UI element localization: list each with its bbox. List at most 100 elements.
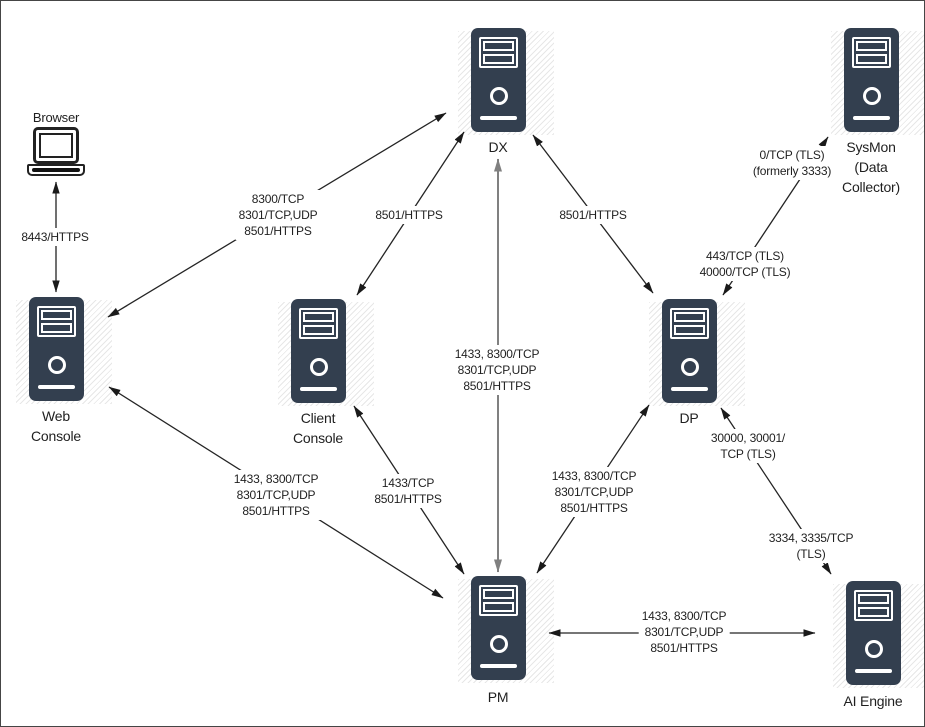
edge-label-dp-aiengine-lower: 3334, 3335/TCP (TLS) (765, 529, 857, 563)
server-icon-ai-engine (846, 581, 901, 685)
server-vents (479, 585, 518, 616)
vent (41, 310, 72, 320)
node-label-dp: DP (679, 408, 698, 428)
label-line: (Data (854, 159, 888, 175)
edge-label-dp-pm: 1433, 8300/TCP 8301/TCP,UDP 8501/HTTPS (548, 467, 640, 517)
port-line: 8301/TCP,UDP (644, 625, 724, 639)
edge-label-dp-sysmon-lower: 443/TCP (TLS) 40000/TCP (TLS) (696, 247, 794, 281)
label-line: Client (300, 410, 336, 426)
port-line: (TLS) (796, 547, 826, 561)
port-line: 0/TCP (TLS) (759, 148, 825, 162)
laptop-base (27, 164, 85, 176)
port-line: 8301/TCP,UDP (457, 363, 537, 377)
port-line: 8300/TCP (251, 192, 305, 206)
port-line: (formerly 3333) (752, 164, 832, 178)
label-line: AI Engine (843, 693, 903, 709)
server-slot (38, 385, 75, 389)
edge-label-clientconsole-pm: 1433/TCP 8501/HTTPS (371, 474, 445, 508)
port-line: 1433, 8300/TCP (641, 609, 727, 623)
laptop-icon (27, 127, 85, 176)
port-line: 8501/HTTPS (242, 504, 310, 518)
port-line: 8501/HTTPS (374, 492, 442, 506)
label-line: SysMon (846, 139, 896, 155)
server-icon-dx (471, 28, 526, 132)
node-label-ai-engine: AI Engine (844, 691, 903, 711)
port-line: 8301/TCP,UDP (238, 208, 318, 222)
port-line: 8501/HTTPS (560, 501, 628, 515)
vent (483, 589, 514, 599)
edge-label-webconsole-pm: 1433, 8300/TCP 8301/TCP,UDP 8501/HTTPS (230, 470, 322, 520)
edge-label-clientconsole-dx: 8501/HTTPS (372, 206, 446, 224)
server-vents (670, 308, 709, 339)
server-slot (671, 387, 708, 391)
server-slot (855, 669, 892, 673)
server-icon-pm (471, 576, 526, 680)
server-vents (299, 308, 338, 339)
label-line: Collector) (842, 179, 900, 195)
port-line: 1433, 8300/TCP (233, 472, 319, 486)
label-line: DX (488, 139, 508, 155)
server-icon-client-console (291, 299, 346, 403)
server-vents (854, 590, 893, 621)
vent (41, 323, 72, 333)
vent (483, 602, 514, 612)
label-line: DP (679, 410, 699, 426)
node-label-dx: DX (488, 137, 507, 157)
server-slot (480, 664, 517, 668)
server-power-ring (47, 356, 66, 374)
edge-label-webconsole-dx: 8300/TCP 8301/TCP,UDP 8501/HTTPS (235, 190, 321, 240)
label-line: PM (487, 689, 509, 705)
vent (674, 312, 705, 322)
port-line: 8301/TCP,UDP (236, 488, 316, 502)
server-slot (853, 116, 890, 120)
vent (856, 54, 887, 64)
edge-label-browser-webconsole: 8443/HTTPS (18, 228, 92, 246)
port-line: 3334, 3335/TCP (768, 531, 854, 545)
port-line: 40000/TCP (TLS) (699, 265, 791, 279)
server-power-ring (862, 87, 881, 105)
server-vents (852, 37, 891, 68)
port-line: 8501/HTTPS (375, 208, 443, 222)
vent (303, 325, 334, 335)
port-line: 443/TCP (TLS) (706, 249, 784, 263)
label-line: Console (31, 428, 81, 444)
server-vents (37, 306, 76, 337)
port-line: 8301/TCP,UDP (554, 485, 634, 499)
server-power-ring (489, 635, 508, 653)
port-line: 8501/HTTPS (559, 208, 627, 222)
port-line: 8501/HTTPS (463, 379, 531, 393)
port-line: 1433, 8300/TCP (551, 469, 637, 483)
laptop-keyboard (32, 168, 80, 172)
node-label-sysmon: SysMon (Data Collector) (842, 137, 900, 197)
vent (858, 594, 889, 604)
vent (674, 325, 705, 335)
vent (483, 54, 514, 64)
port-line: 1433, 8300/TCP (454, 347, 540, 361)
laptop-screen-inner (39, 133, 73, 158)
node-label-browser: Browser (33, 108, 79, 128)
server-power-ring (680, 358, 699, 376)
port-line: 8443/HTTPS (21, 230, 89, 244)
edge-label-dx-pm: 1433, 8300/TCP 8301/TCP,UDP 8501/HTTPS (451, 345, 543, 395)
label-line: Console (293, 430, 343, 446)
node-label-web-console: Web Console (31, 406, 81, 446)
laptop-screen (33, 127, 79, 164)
port-line: 8501/HTTPS (650, 641, 718, 655)
edge-label-pm-aiengine: 1433, 8300/TCP 8301/TCP,UDP 8501/HTTPS (638, 607, 730, 657)
server-icon-sysmon (844, 28, 899, 132)
server-vents (479, 37, 518, 68)
edge-label-dp-sysmon-upper: 0/TCP (TLS) (formerly 3333) (749, 146, 835, 180)
edge-label-dp-aiengine-upper: 30000, 30001/ TCP (TLS) (707, 429, 789, 463)
port-line: 30000, 30001/ (710, 431, 786, 445)
node-label-client-console: Client Console (293, 408, 343, 448)
port-line: 1433/TCP (381, 476, 435, 490)
edge-label-dx-dp: 8501/HTTPS (556, 206, 630, 224)
label-line: Browser (32, 110, 80, 125)
vent (303, 312, 334, 322)
server-icon-web-console (29, 297, 84, 401)
server-icon-dp (662, 299, 717, 403)
port-line: 8501/HTTPS (244, 224, 312, 238)
label-line: Web (42, 408, 70, 424)
server-slot (480, 116, 517, 120)
